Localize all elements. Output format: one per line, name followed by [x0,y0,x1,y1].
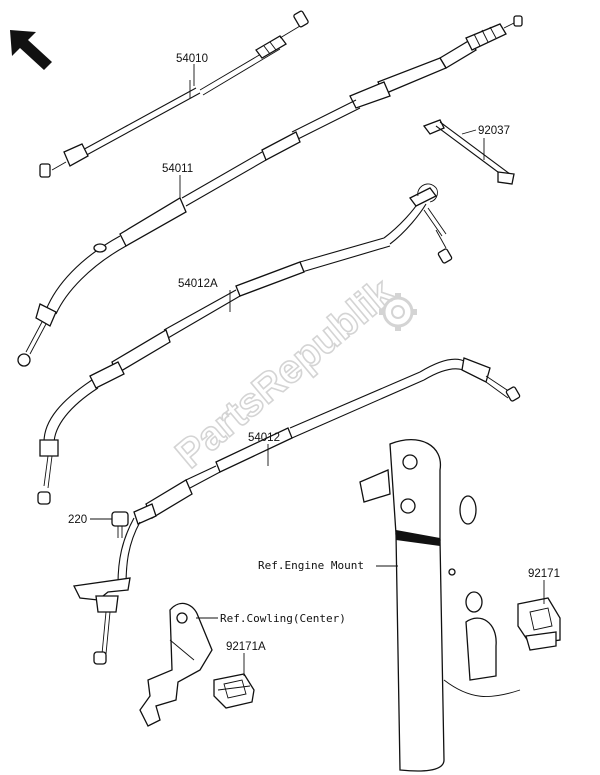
label-92171A: 92171A [226,641,266,653]
part-92171A[interactable] [213,673,255,709]
label-ref-engine-mount: Ref.Engine Mount [258,559,364,572]
cowling-center-reference [139,602,213,727]
label-54010: 54010 [176,53,208,65]
part-92037[interactable] [422,119,515,185]
part-labels: 54010 54011 92037 54012A 54012 220 92171… [68,53,560,676]
engine-mount-reference [359,439,521,772]
label-92171: 92171 [528,568,560,580]
label-54012: 54012 [248,432,280,444]
part-92171[interactable] [517,597,561,651]
label-92037: 92037 [478,125,510,137]
watermark: PartsRepublik [167,269,417,478]
gear-icon [379,293,417,331]
arrow-up-left-icon [10,30,52,70]
part-220[interactable] [111,511,129,538]
cable-54011-adjuster [439,15,523,69]
cable-54011[interactable] [17,15,523,367]
cable-54012[interactable] [73,357,521,665]
cable-54012A[interactable] [37,183,453,505]
label-54012A: 54012A [178,278,218,290]
label-220: 220 [68,514,87,526]
watermark-text: PartsRepublik [168,270,403,477]
label-54011: 54011 [162,163,193,175]
cable-54010[interactable] [39,10,309,178]
label-ref-cowling-center: Ref.Cowling(Center) [220,612,346,625]
